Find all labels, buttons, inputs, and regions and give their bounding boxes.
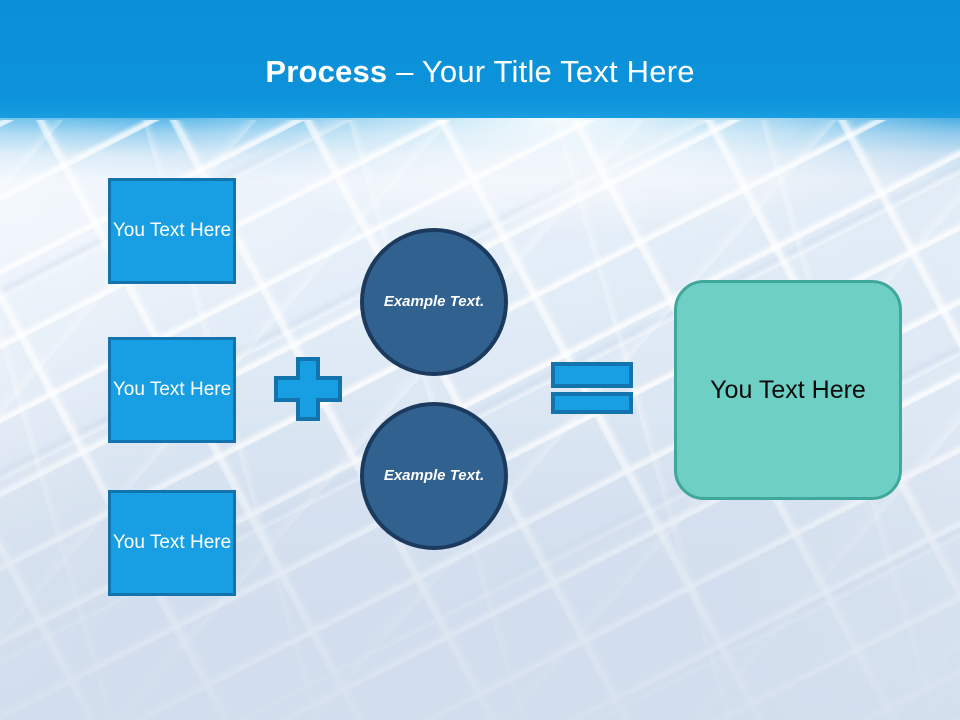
input-box-1[interactable]: You Text Here <box>108 178 236 284</box>
page-title-rest: – Your Title Text Here <box>387 54 695 89</box>
plus-icon <box>274 357 342 421</box>
example-circle-1[interactable]: Example Text. <box>360 228 508 376</box>
example-circle-1-label: Example Text. <box>383 293 485 310</box>
example-circle-2[interactable]: Example Text. <box>360 402 508 550</box>
input-box-1-label: You Text Here <box>112 220 232 241</box>
input-box-3[interactable]: You Text Here <box>108 490 236 596</box>
result-box[interactable]: You Text Here <box>674 280 902 500</box>
input-box-3-label: You Text Here <box>112 532 232 553</box>
equals-icon <box>551 362 633 414</box>
page-title-bold: Process <box>265 54 388 89</box>
example-circle-2-label: Example Text. <box>383 467 485 484</box>
input-box-2[interactable]: You Text Here <box>108 337 236 443</box>
input-box-2-label: You Text Here <box>112 379 232 400</box>
result-box-label: You Text Here <box>710 376 866 404</box>
page-title: Process – Your Title Text Here <box>0 52 960 92</box>
